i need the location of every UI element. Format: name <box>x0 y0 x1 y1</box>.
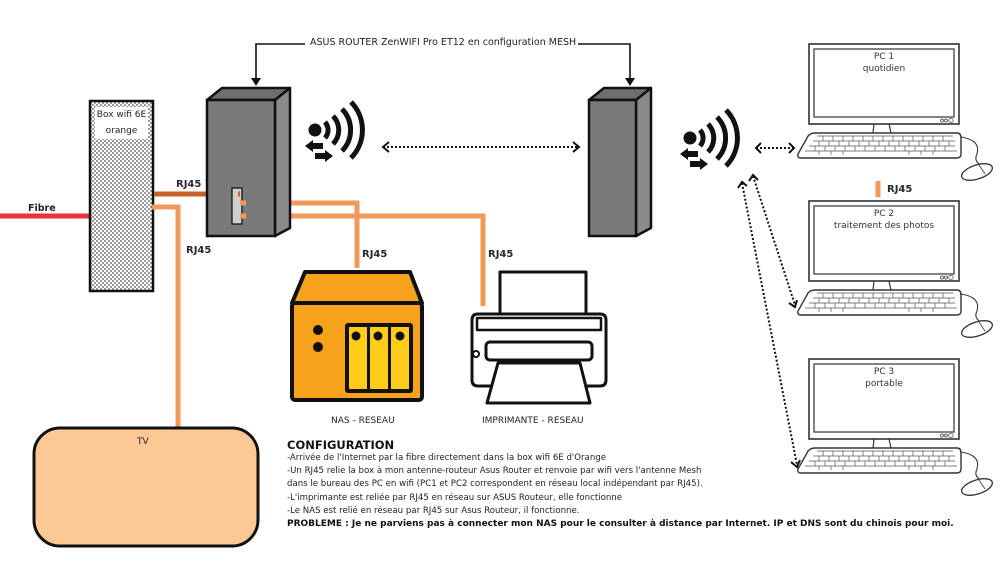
nas-label: NAS - RESEAU <box>331 416 395 426</box>
pc2-name: PC 2 <box>873 209 895 219</box>
mesh-title-label: ASUS ROUTER ZenWIFI Pro ET12 en configur… <box>308 37 579 48</box>
printer-icon[interactable] <box>470 270 608 405</box>
pc3-desc: portable <box>865 379 903 389</box>
tv-label: TV <box>137 437 149 447</box>
box-label-line2: orange <box>105 126 138 136</box>
asus-router-main[interactable] <box>205 86 292 238</box>
rj45-label-pc1-pc2: RJ45 <box>887 184 913 195</box>
box-label-line1: Box wifi 6E <box>96 110 147 120</box>
config-line: -Arrivée de l'Internet par la fibre dire… <box>287 453 607 463</box>
rj45-label-box-router: RJ45 <box>176 179 202 190</box>
pc1-name: PC 1 <box>873 52 895 62</box>
rj45-label-router-printer: RJ45 <box>488 249 514 260</box>
pc2-desc: traitement des photos <box>833 221 935 231</box>
tv[interactable] <box>32 426 260 548</box>
configuration-heading: CONFIGURATION <box>287 438 395 452</box>
wifi-link-mesh-pc2 <box>752 175 796 306</box>
config-line: -L'imprimante est reliée par RJ45 en rés… <box>287 492 623 503</box>
fibre-label: Fibre <box>28 203 56 214</box>
wifi-link-mesh-pc3 <box>741 182 798 466</box>
arrowhead-mesh-node <box>625 78 635 86</box>
mesh-bracket <box>255 43 631 80</box>
rj45-label-router-nas: RJ45 <box>362 249 388 260</box>
configuration-notes: CONFIGURATION -Arrivée de l'Internet par… <box>287 438 987 531</box>
wifi-signal-icon <box>680 110 737 170</box>
config-line: -Le NAS est relié en réseau par RJ45 sur… <box>287 505 580 516</box>
problem-statement: PROBLEME : Je ne parviens pas à connecte… <box>287 519 954 530</box>
pc2-label: PC 2 traitement des photos <box>814 208 954 232</box>
pc1-desc: quotidien <box>862 64 906 74</box>
cable-box-to-tv <box>152 204 181 428</box>
cable-router-to-printer <box>240 213 486 306</box>
nas-icon[interactable] <box>290 270 424 402</box>
pc3-name: PC 3 <box>873 367 895 377</box>
config-line: -Un RJ45 relie la box à mon antenne-rout… <box>287 466 702 477</box>
box-label: Box wifi 6E orange <box>95 107 148 139</box>
pc3-label: PC 3 portable <box>814 366 954 390</box>
asus-router-mesh-node[interactable] <box>587 86 653 238</box>
rj45-label-box-tv: RJ45 <box>186 245 212 256</box>
wifi-signal-icon <box>305 102 362 162</box>
printer-label: IMPRIMANTE - RESEAU <box>482 416 584 426</box>
arrowhead-left-router <box>251 78 261 86</box>
pc1-label: PC 1 quotidien <box>814 51 954 75</box>
config-line: dans le bureau des PC en wifi (PC1 et PC… <box>287 479 703 490</box>
